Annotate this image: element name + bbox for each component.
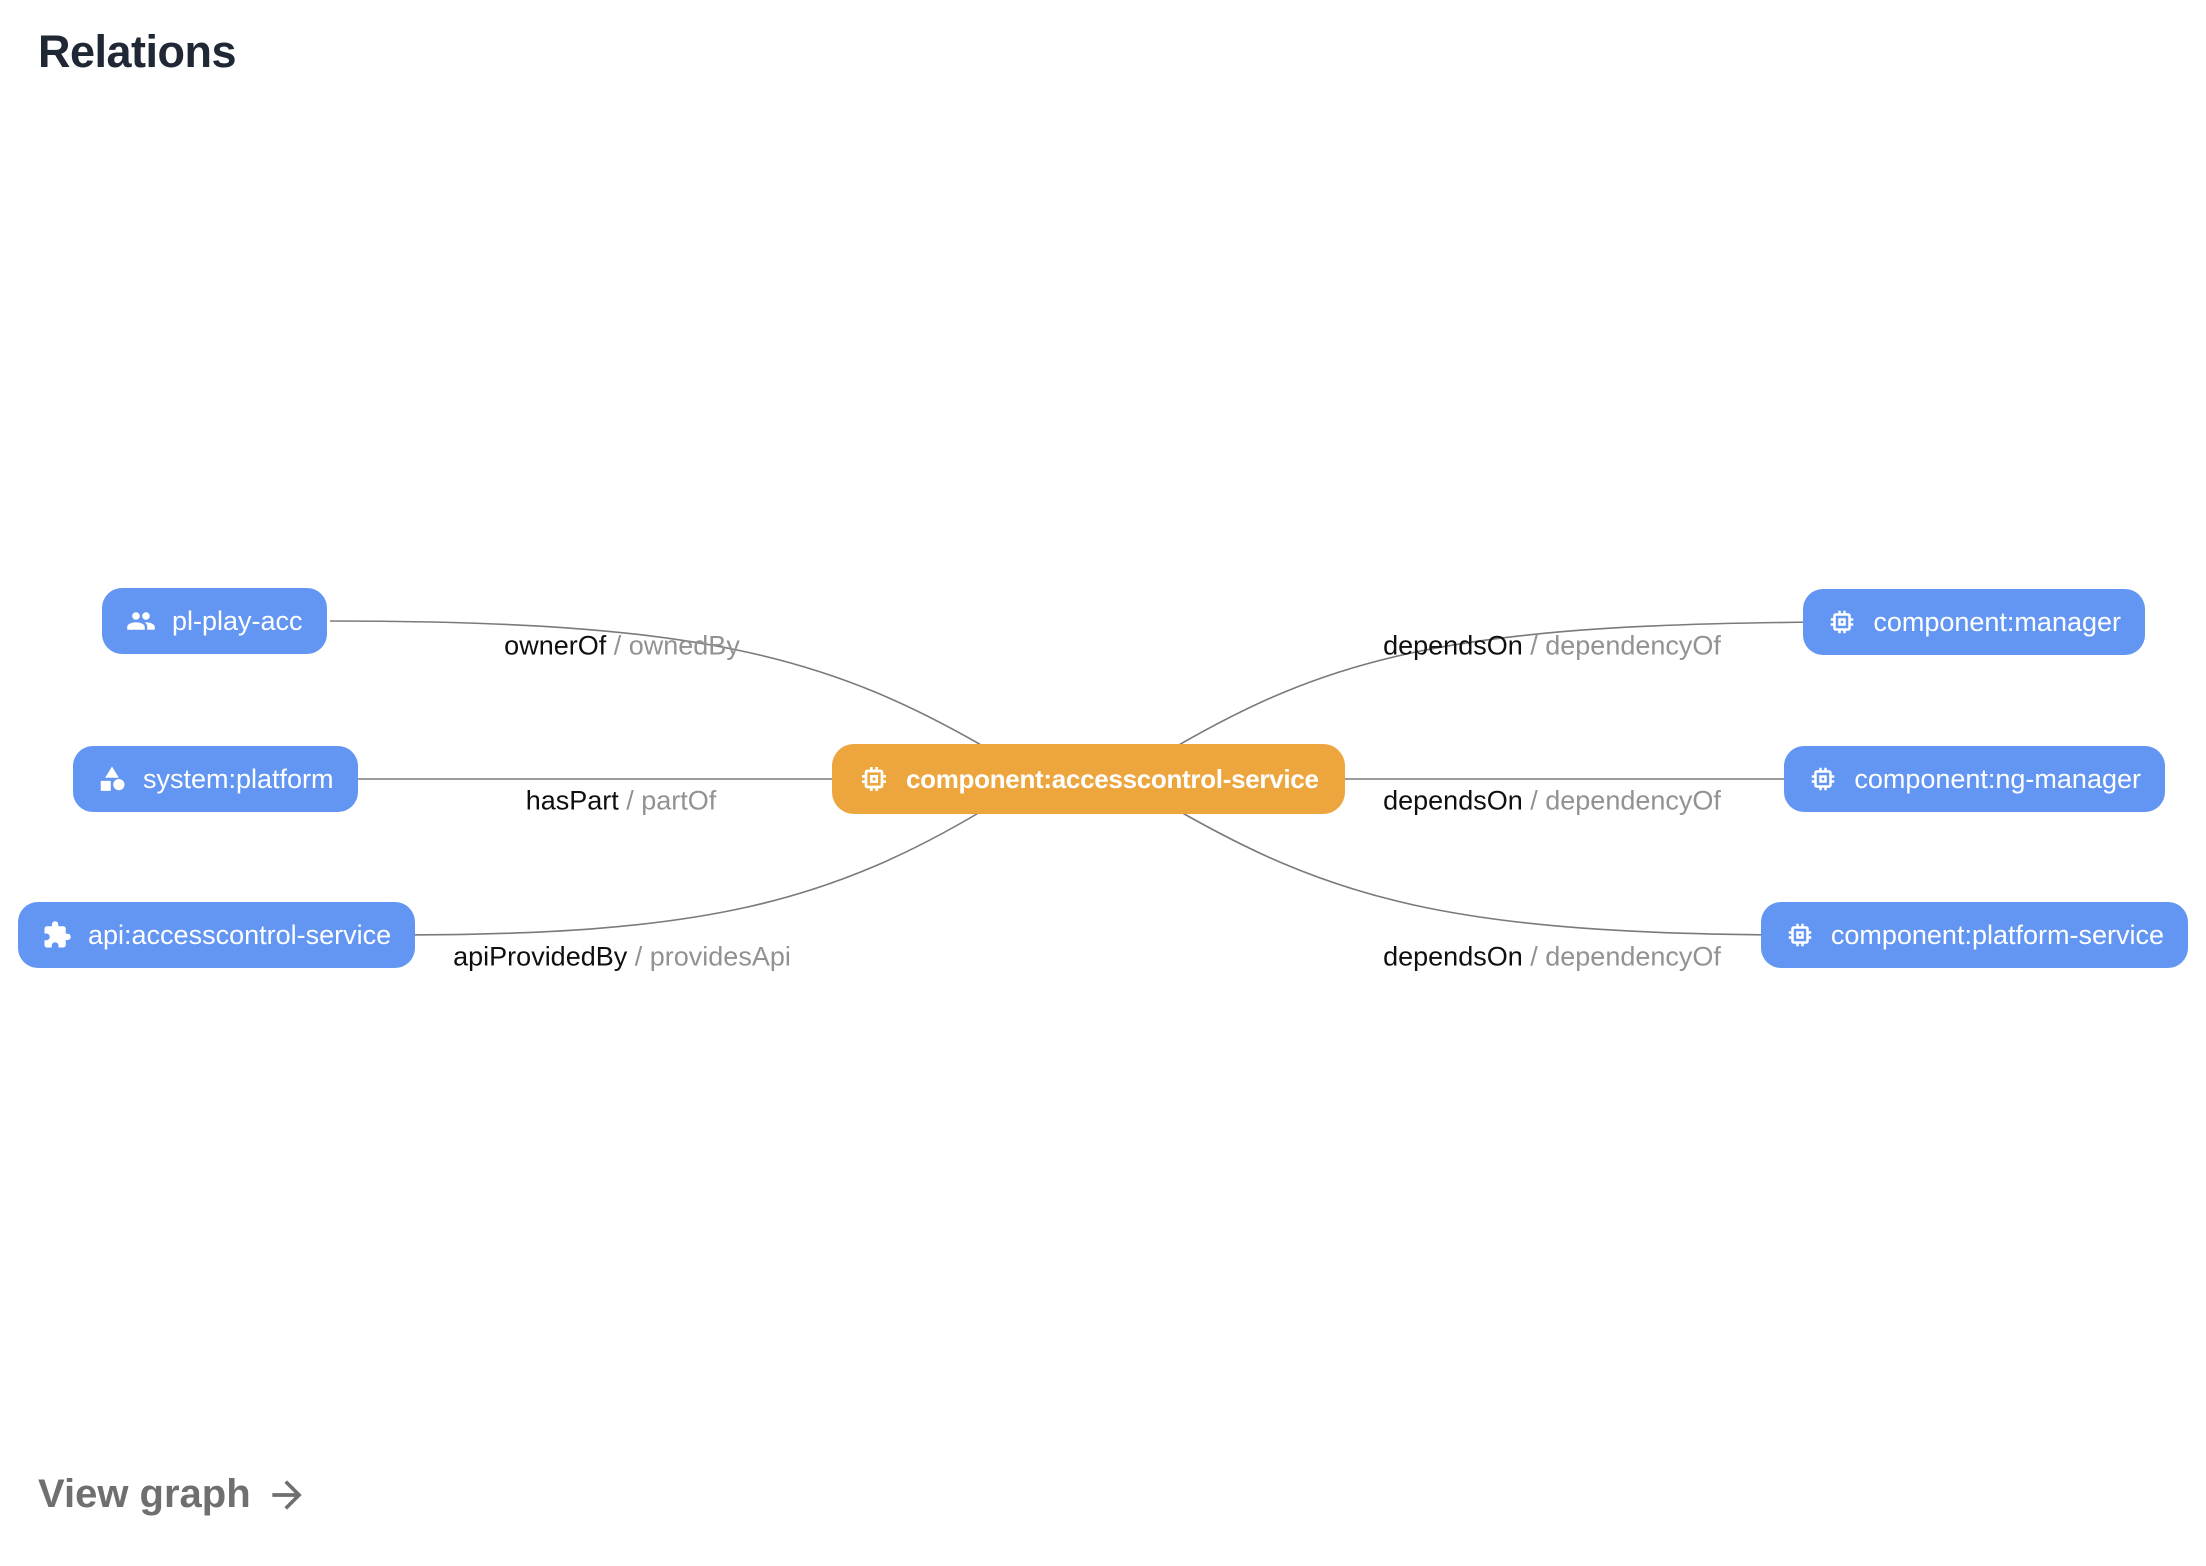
node-pl-play-acc[interactable]: pl-play-acc [102,588,327,654]
node-label: component:platform-service [1830,919,2164,950]
node-label: pl-play-acc [172,605,303,636]
extension-puzzle-icon [42,920,72,950]
edge-label-primary: dependsOn [1383,785,1523,816]
node-label: api:accesscontrol-service [88,919,392,950]
memory-chip-icon [1827,607,1857,637]
memory-chip-icon [858,763,890,795]
edge-label-primary: dependsOn [1383,630,1523,661]
view-graph-link[interactable]: View graph [38,1472,309,1517]
edge-label-primary: ownerOf [504,630,607,661]
edge-label-ownerof: ownerOf / ownedBy [504,631,740,662]
edge-label-secondary: / ownedBy [613,630,740,661]
node-component-platform-service[interactable]: component:platform-service [1760,902,2188,968]
edge-label-primary: dependsOn [1383,941,1523,972]
edge-dependson-platform-service [1159,799,1811,936]
group-icon [126,606,156,636]
edge-label-primary: hasPart [525,785,619,816]
node-label: component:ng-manager [1854,763,2141,794]
node-label: component:accesscontrol-service [906,763,1319,794]
edge-label-apiprovidedby: apiProvidedBy / providesApi [453,942,791,973]
node-component-accesscontrol-service[interactable]: component:accesscontrol-service [832,744,1345,814]
edge-label-haspart: hasPart / partOf [526,786,717,817]
edge-label-secondary: / dependencyOf [1530,630,1721,661]
edge-label-dependson-2: dependsOn / dependencyOf [1383,786,1721,817]
node-component-ng-manager[interactable]: component:ng-manager [1784,746,2165,812]
edge-label-primary: apiProvidedBy [453,941,628,972]
node-system-platform[interactable]: system:platform [73,746,358,812]
category-icon [97,764,127,794]
edge-label-dependson-1: dependsOn / dependencyOf [1383,631,1721,662]
edge-label-dependson-3: dependsOn / dependencyOf [1383,942,1721,973]
memory-chip-icon [1785,920,1815,950]
edge-ownerof [329,620,1001,757]
edge-label-secondary: / dependencyOf [1530,941,1721,972]
edge-apiprovidedby [394,799,1001,936]
node-label: component:manager [1873,606,2121,637]
edge-label-secondary: / partOf [626,785,717,816]
node-component-manager[interactable]: component:manager [1803,589,2145,655]
arrow-right-icon [271,1479,302,1510]
node-label: system:platform [143,763,334,794]
edge-dependson-manager [1159,621,1861,757]
node-api-accesscontrol-service[interactable]: api:accesscontrol-service [18,902,416,968]
view-graph-label: View graph [38,1472,251,1516]
edge-label-secondary: / dependencyOf [1530,785,1721,816]
page-title: Relations [38,26,237,77]
memory-chip-icon [1808,764,1838,794]
edge-label-secondary: / providesApi [634,941,791,972]
